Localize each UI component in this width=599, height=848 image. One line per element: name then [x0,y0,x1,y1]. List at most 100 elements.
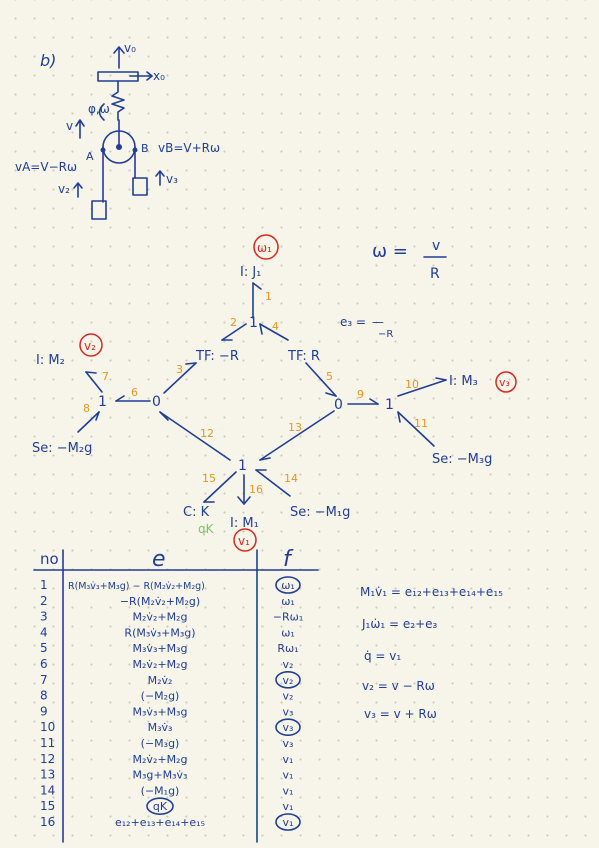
state-mark-omega1: ω₁ [253,234,279,260]
bond-number-7: 7 [102,370,109,383]
equation-j1: J₁ω̇₁ = e₂+e₃ [361,617,438,631]
node-i-m2: I: M₂ [36,353,65,368]
node-tf-right: TF: R [287,349,320,364]
table-row: 2 −R(M₂v̇₂+M₂g) ω₁ [40,594,295,608]
row-flow: v₃ [283,705,294,718]
svg-text:ω =: ω = [372,241,408,262]
va-label: vA=V−Rω [15,160,77,174]
row-number: 7 [40,673,48,687]
e3-note-den: −R [378,329,393,340]
effort-flow-table [33,549,319,843]
node-tf-left: TF: −R [195,349,239,364]
row-effort: M₃v̇₃+M₃g [133,642,188,655]
row-effort: M₃v̇₃ [148,721,173,734]
bond-graph [77,282,447,505]
table-header-no: no [40,550,59,568]
state-mark-v1: v₁ [233,528,257,552]
row-number: 3 [40,610,48,624]
node-i-j1: I: J₁ [240,265,261,280]
point-b-label: B [141,142,149,155]
v3-label: v₃ [166,172,178,186]
x0-label: x₀ [153,69,165,83]
bond-number-2: 2 [230,316,237,329]
row-number: 11 [40,736,55,750]
equation-qdot: q̇ = v₁ [364,649,401,663]
bond-number-3: 3 [176,363,183,376]
state-mark-v2: v₂ [79,333,103,357]
pulley-sketch [73,46,165,220]
flow-circle [275,813,301,831]
bond-number-11: 11 [414,417,428,430]
v0-label: v₀ [124,41,136,55]
row-number: 2 [40,594,48,608]
part-label: b) [40,51,56,70]
table-header-f: f [283,547,294,572]
row-effort: (−M₃g) [141,737,180,750]
qk-label: qK [198,522,215,536]
bond-number-14: 14 [284,472,298,485]
node-zero-right: 0 [334,397,343,413]
row-number: 6 [40,657,48,671]
row-flow: v₂ [283,690,294,703]
row-effort: R(M₃v̇₃+M₃g) [124,626,195,639]
svg-text:v₂: v₂ [84,339,96,353]
row-number: 16 [40,815,55,829]
row-number: 14 [40,783,55,797]
row-number: 1 [40,578,48,592]
bond-number-4: 4 [272,320,279,333]
row-effort: M₂v̇₂ [148,674,173,687]
row-flow: v₁ [283,753,294,766]
equation-m1: M₁v̇₁ = e₁₂+e₁₃+e₁₄+e₁₅ [360,585,503,599]
node-i-m3: I: M₃ [449,374,478,389]
node-c-k: C: K [183,505,210,520]
row-flow: v₂ [283,658,294,671]
table-rows: 1 R(M₃v̇₃+M₃g) − R(M₂v̇₂+M₂g) ω₁ 2 −R(M₂v̇₂+… [40,576,303,831]
table-row: 14 (−M₁g) v₁ [40,783,293,797]
bond-number-16: 16 [249,483,263,496]
table-row: 10 M₃v̇₃ v₃ [40,718,301,737]
node-se-m1: Se: −M₁g [290,505,350,520]
flow-circle [275,576,301,594]
row-flow: v₁ [283,784,294,797]
row-number: 13 [40,768,55,782]
row-flow: v₁ [283,800,294,813]
row-flow: v₃ [283,721,294,734]
bond-number-5: 5 [326,370,333,383]
bond-number-10: 10 [405,378,419,391]
bond-number-12: 12 [200,427,214,440]
v2-label: v₂ [58,182,70,196]
row-flow: ω₁ [281,595,295,608]
svg-text:v: v [432,238,440,254]
row-flow: v₂ [283,674,294,687]
omega-equation: ω = v R [372,238,447,282]
bond-number-8: 8 [83,402,90,415]
row-effort: qK [153,800,168,813]
row-flow: ω₁ [281,626,295,639]
equation-v3: v₃ = v + Rω [364,707,437,721]
flow-circle [275,718,301,737]
row-number: 10 [40,720,55,734]
row-effort: −R(M₂v̇₂+M₂g) [120,595,200,608]
bond-number-15: 15 [202,472,216,485]
equation-v2: v₂ = v − Rω [362,679,435,693]
row-flow: v₁ [283,816,294,829]
row-number: 8 [40,689,48,703]
row-number: 5 [40,641,48,655]
row-effort: R(M₃v̇₃+M₃g) − R(M₂v̇₂+M₂g) [68,581,205,592]
row-effort: (−M₁g) [141,784,180,797]
row-number: 4 [40,625,48,639]
node-se-m2: Se: −M₂g [32,441,92,456]
e3-note: e₃ = — [340,315,384,329]
flow-circle [275,670,301,689]
svg-text:ω₁: ω₁ [257,241,272,255]
row-effort: M₂v̇₂+M₂g [133,753,188,766]
bond-number-9: 9 [357,388,364,401]
node-one-left: 1 [98,394,107,410]
